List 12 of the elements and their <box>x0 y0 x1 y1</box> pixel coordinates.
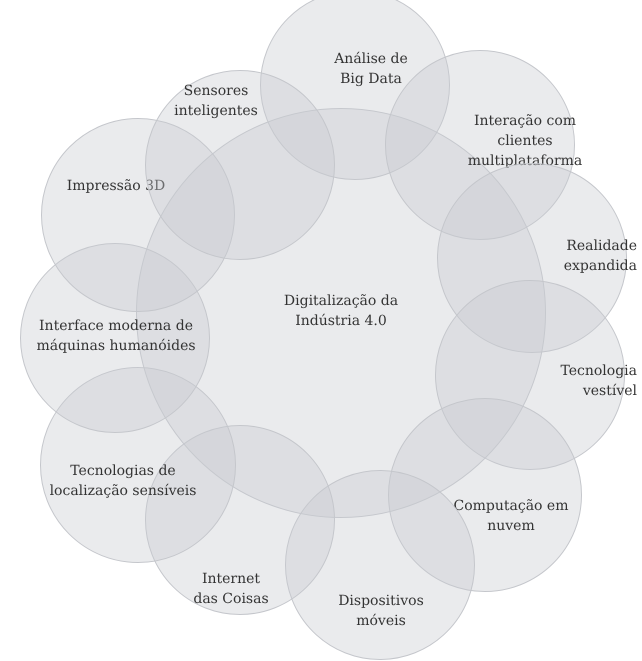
topic-label: Tecnologias de localização sensíveis <box>48 462 198 501</box>
topic-label: Análise de Big Data <box>333 50 409 89</box>
topic-label: Dispositivos móveis <box>337 592 425 631</box>
topic-label: Internet das Coisas <box>192 570 270 609</box>
topic-label: Interação com clientes multiplataforma <box>466 112 584 171</box>
topic-label: Impressão 3D <box>66 177 166 196</box>
topic-label: Computação em nuvem <box>452 497 570 536</box>
topic-label: Tecnologia vestível <box>559 362 637 401</box>
topic-label: Sensores inteligentes <box>173 82 259 121</box>
topic-label: Realidade expandida <box>562 237 637 276</box>
central-label: Digitalização da Indústria 4.0 <box>282 292 400 331</box>
topic-label: Interface moderna de máquinas humanóides <box>35 317 197 356</box>
